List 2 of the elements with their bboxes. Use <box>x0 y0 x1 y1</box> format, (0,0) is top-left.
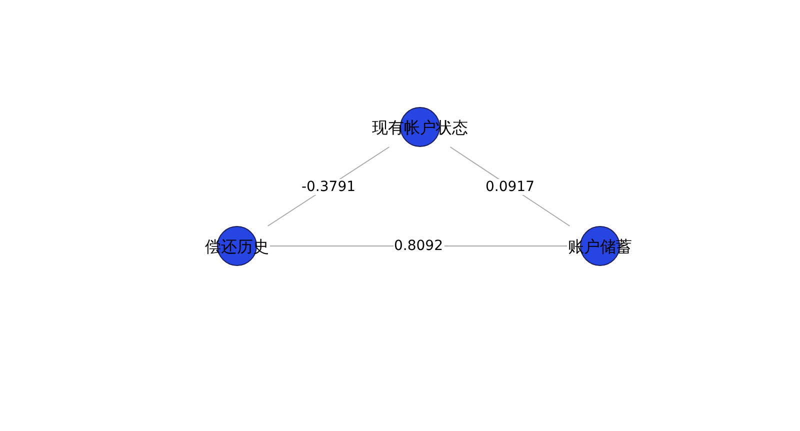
edge-label: -0.3791 <box>300 178 357 194</box>
edge-label: 0.0917 <box>484 178 536 194</box>
